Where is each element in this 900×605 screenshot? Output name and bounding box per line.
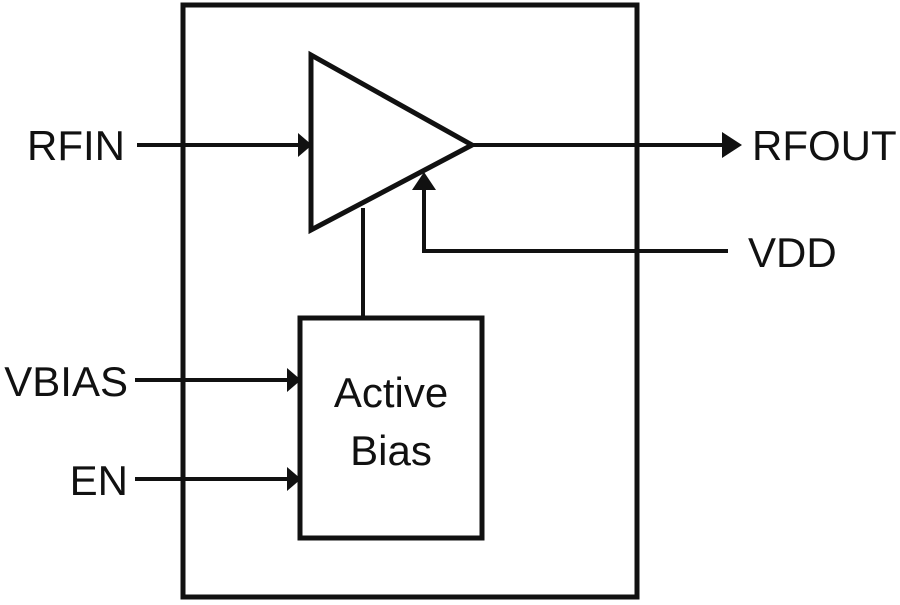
rfin-label: RFIN (27, 122, 125, 169)
vdd-arrow-icon (412, 172, 436, 190)
active-bias-label-line2: Bias (350, 427, 432, 474)
vdd-wire (422, 188, 728, 253)
active-bias-block (297, 315, 485, 541)
vbias-arrow-icon (287, 368, 301, 392)
amplifier-triangle (308, 50, 478, 235)
rfout-arrow-icon (722, 132, 742, 158)
en-arrow-icon (287, 467, 301, 491)
active-bias-label-line1: Active (334, 369, 448, 416)
vbias-label: VBIAS (4, 358, 128, 405)
en-label: EN (70, 457, 128, 504)
rfin-arrow-icon (298, 133, 312, 157)
rfout-label: RFOUT (752, 122, 897, 169)
vdd-label: VDD (748, 229, 837, 276)
